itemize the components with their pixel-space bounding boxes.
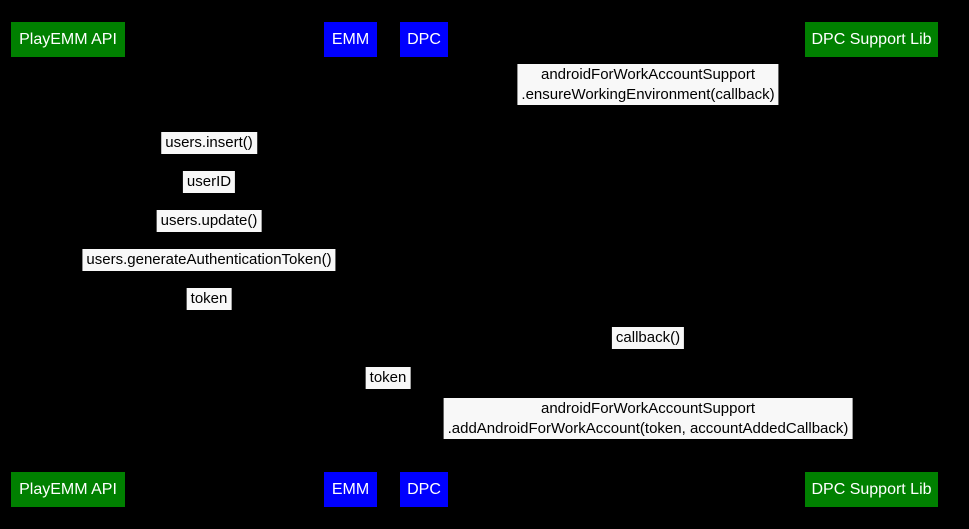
message-token-to-dpc: token (365, 367, 411, 389)
actor-dpc-bottom: DPC (400, 472, 448, 507)
message-ensure-working-environment: androidForWorkAccountSupport .ensureWork… (517, 64, 779, 105)
message-line-1: androidForWorkAccountSupport (541, 400, 755, 417)
actor-emm-bottom: EMM (324, 472, 377, 507)
message-line-2: .addAndroidForWorkAccount(token, account… (447, 419, 849, 437)
message-token-to-emm: token (186, 288, 232, 310)
actor-emm-top: EMM (324, 22, 377, 57)
actor-playemm-api-bottom: PlayEMM API (11, 472, 125, 507)
message-line-2: .ensureWorkingEnvironment(callback) (521, 85, 775, 103)
actor-dpc-support-lib-top: DPC Support Lib (805, 22, 938, 57)
message-add-android-for-work-account: androidForWorkAccountSupport .addAndroid… (443, 398, 853, 439)
message-users-update: users.update() (156, 210, 262, 232)
actor-playemm-api-top: PlayEMM API (11, 22, 125, 57)
actor-dpc-top: DPC (400, 22, 448, 57)
message-users-generate-authentication-token: users.generateAuthenticationToken() (82, 249, 336, 271)
message-callback: callback() (611, 327, 685, 349)
actor-dpc-support-lib-bottom: DPC Support Lib (805, 472, 938, 507)
message-userid: userID (182, 171, 236, 193)
message-line-1: androidForWorkAccountSupport (540, 66, 755, 83)
message-users-insert: users.insert() (161, 132, 257, 154)
